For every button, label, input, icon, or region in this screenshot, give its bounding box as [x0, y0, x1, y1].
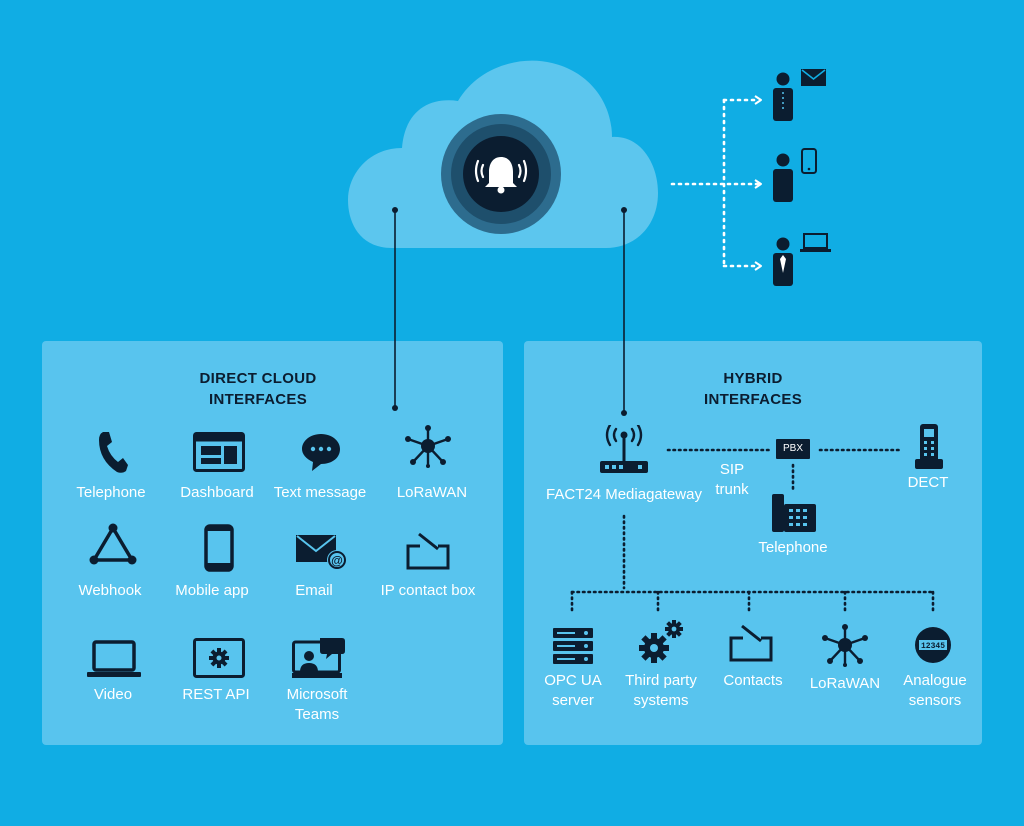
- smartphone-icon: [801, 148, 817, 174]
- hybrid-title-line2: INTERFACES: [703, 391, 802, 408]
- label-dashboard: Dashboard: [180, 484, 254, 501]
- network-hub-icon: [822, 624, 868, 667]
- teams-line2: Teams: [294, 706, 340, 723]
- direct-title-line2: INTERFACES: [208, 391, 307, 408]
- label-text-message: Text message: [273, 484, 367, 501]
- label-analogue-sensors: Analogue sensors: [892, 671, 978, 711]
- laptop-icon: [87, 640, 141, 677]
- router-icon: [600, 425, 648, 473]
- label-hybrid-lorawan: LoRaWAN: [809, 675, 881, 692]
- meter-icon: 12345: [915, 627, 951, 663]
- label-video: Video: [93, 686, 133, 703]
- smartphone-icon: [204, 524, 234, 572]
- label-mobile-app: Mobile app: [175, 582, 249, 599]
- label-microsoft-teams: Microsoft Teams: [267, 685, 367, 725]
- contact-box-icon: [406, 532, 450, 570]
- network-hub-icon: [405, 425, 451, 468]
- chat-bubble-icon: [302, 434, 340, 471]
- label-third-party-systems: Third party systems: [612, 671, 710, 711]
- label-opc-ua-server: OPC UA server: [533, 671, 613, 711]
- person-icon: [773, 237, 793, 286]
- contact-box-icon: [729, 624, 773, 662]
- label-webhook: Webhook: [78, 582, 142, 599]
- hybrid-title-line1: HYBRID: [723, 370, 783, 387]
- opc-line2: server: [552, 692, 594, 709]
- envelope-icon: [801, 69, 826, 86]
- server-icon: [553, 628, 593, 664]
- phone-icon: [99, 432, 128, 473]
- opc-line1: OPC UA: [544, 672, 602, 689]
- label-lorawan: LoRaWAN: [396, 484, 468, 501]
- label-telephone: Telephone: [76, 484, 146, 501]
- label-contacts: Contacts: [723, 672, 783, 689]
- api-gear-icon: [193, 638, 245, 678]
- analogue-line1: Analogue: [903, 672, 967, 689]
- alarm-bell-icon: [441, 114, 561, 234]
- direct-title-line1: DIRECT CLOUD: [199, 370, 317, 387]
- pbx-box: PBX: [776, 439, 810, 459]
- hybrid-panel-title: HYBRID INTERFACES: [668, 368, 838, 410]
- meter-reading: 12345: [921, 642, 945, 651]
- analogue-line2: sensors: [908, 692, 962, 709]
- pbx-label: PBX: [782, 443, 803, 454]
- label-dect: DECT: [907, 474, 949, 491]
- third-party-line2: systems: [633, 692, 689, 709]
- person-icon: [773, 72, 793, 121]
- webhook-icon: [89, 523, 137, 565]
- label-sip-trunk: SIP trunk: [702, 460, 762, 500]
- label-email: Email: [295, 582, 333, 599]
- direct-cloud-panel: [42, 341, 503, 745]
- label-ip-contact-box: IP contact box: [380, 582, 476, 599]
- label-hybrid-telephone: Telephone: [758, 539, 828, 556]
- label-rest-api: REST API: [182, 686, 250, 703]
- desk-phone-icon: [772, 494, 816, 532]
- gears-icon: [639, 620, 683, 663]
- laptop-icon: [800, 233, 831, 252]
- dashboard-icon: [193, 432, 245, 472]
- sip-line2: trunk: [715, 481, 749, 498]
- svg-text:@: @: [331, 554, 343, 568]
- direct-panel-title: DIRECT CLOUD INTERFACES: [172, 368, 344, 410]
- email-icon: @: [296, 535, 347, 570]
- sip-line1: SIP: [719, 461, 745, 478]
- hybrid-panel: [524, 341, 982, 745]
- label-gateway: FACT24 Mediagateway: [546, 486, 702, 503]
- person-icon: [773, 153, 793, 202]
- teams-line1: Microsoft: [286, 686, 348, 703]
- cordless-phone-icon: [915, 424, 943, 469]
- teams-icon: [292, 638, 345, 678]
- third-party-line1: Third party: [625, 672, 697, 689]
